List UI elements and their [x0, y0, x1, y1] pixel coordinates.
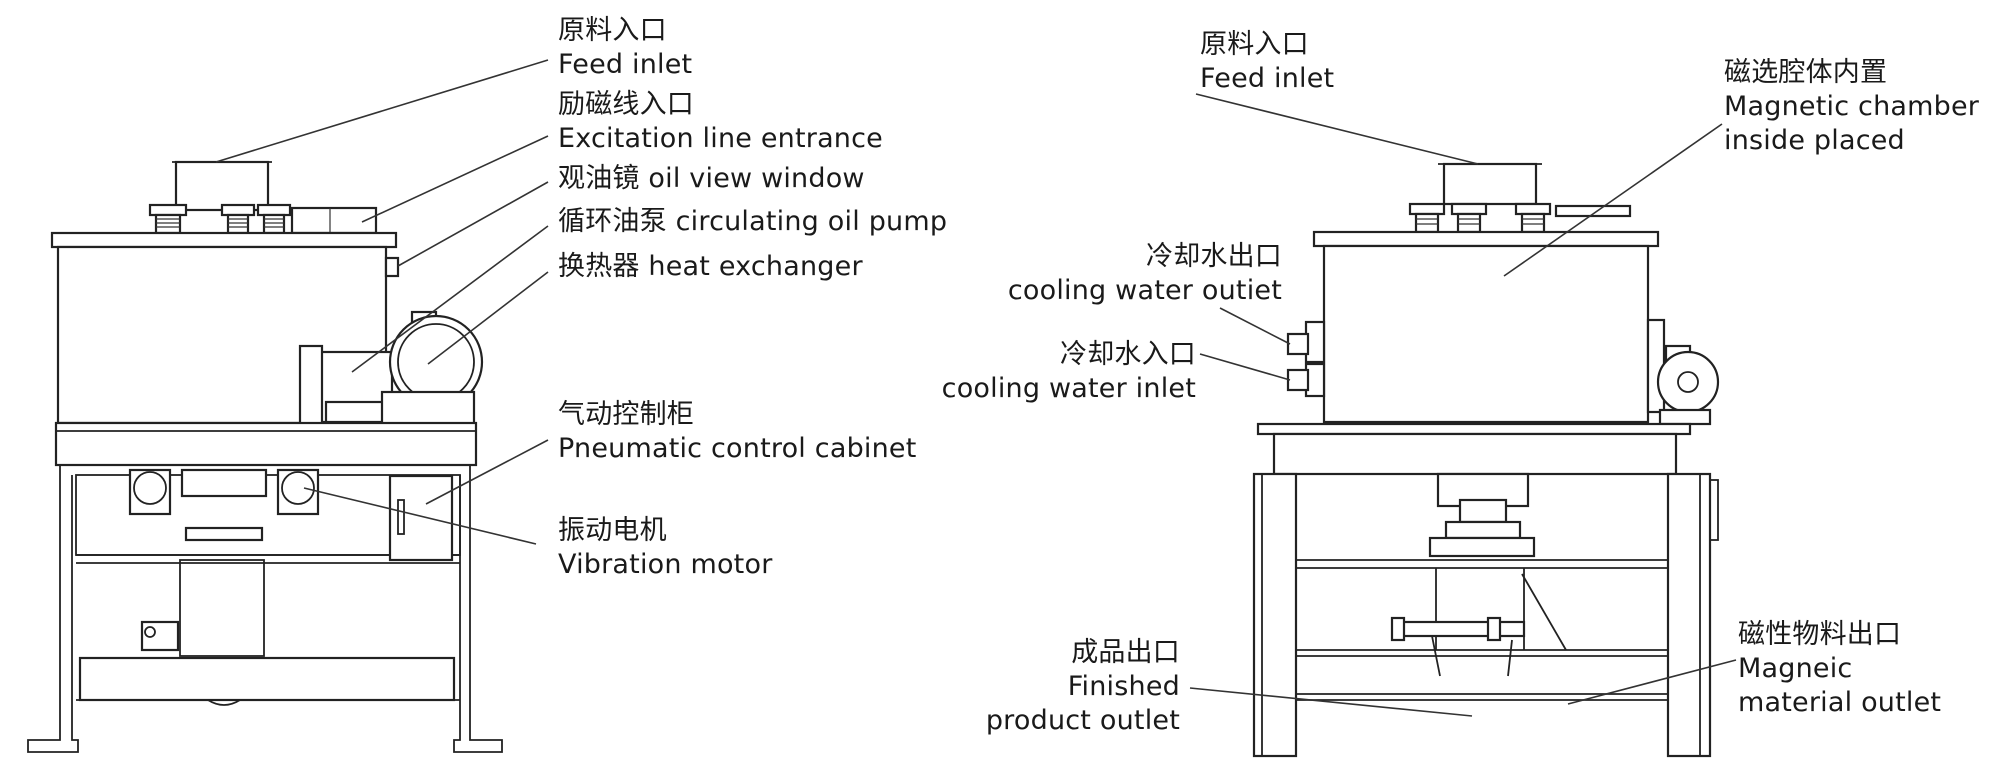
right-leg-right: [1666, 472, 1712, 758]
label-right-magnetic-outlet-en-2: material outlet: [1738, 687, 1942, 718]
right-side-motor: [1646, 318, 1720, 426]
right-base-plate: [1256, 422, 1692, 436]
left-leg-right: [453, 465, 503, 753]
label-left-excitation-cn: 励磁线入口: [558, 89, 694, 120]
label-left-oil-window-en: oil view window: [648, 163, 865, 194]
right-leg-left: [1252, 472, 1298, 758]
label-left-pneumatic-en: Pneumatic control cabinet: [558, 433, 917, 464]
left-pneumatic-cabinet: [388, 474, 454, 562]
label-right-feed-inlet-en: Feed inlet: [1200, 63, 1335, 94]
label-right-magnetic-material-outlet: 磁性物料出口 Magneic material outlet: [1738, 618, 1941, 720]
leader-left-excitation: [361, 135, 549, 223]
leader-right-cooling-inlet: [1199, 353, 1291, 381]
leader-left-oil-window: [397, 181, 549, 267]
right-top-springs: [1408, 202, 1632, 234]
leader-right-cooling-outlet: [1219, 307, 1291, 345]
label-right-magnetic-outlet-en-1: Magneic: [1738, 653, 1853, 684]
leader-right-feed-inlet: [1195, 93, 1479, 165]
label-left-heat-exchanger: 换热器 heat exchanger: [558, 250, 863, 284]
right-center-assembly: [1428, 472, 1536, 558]
label-left-feed-inlet-cn: 原料入口: [558, 15, 667, 46]
label-left-circulating-oil-pump: 循环油泵 circulating oil pump: [558, 205, 947, 239]
label-right-cooling-outlet-en: cooling water outiet: [1007, 275, 1282, 306]
leader-left-pneumatic: [425, 439, 549, 505]
leader-right-chamber: [1503, 123, 1723, 277]
left-top-springs: [148, 203, 378, 235]
label-right-finished-en-1: Finished: [1067, 671, 1180, 702]
left-pump-and-heat-exchanger: [298, 310, 484, 430]
right-cooling-water-fittings: [1286, 320, 1326, 398]
label-left-vibration-motor: 振动电机 Vibration motor: [558, 514, 773, 582]
label-right-feed-inlet: 原料入口 Feed inlet: [1200, 28, 1334, 96]
label-right-magnetic-chamber: 磁选腔体内置 Magnetic chamber inside placed: [1724, 56, 1979, 158]
label-left-excitation-en: Excitation line entrance: [558, 123, 883, 154]
leader-lines: [215, 59, 1737, 717]
right-machine-drawing: [1252, 162, 1720, 758]
label-left-oil-pump-cn: 循环油泵: [558, 206, 667, 237]
right-top-plate: [1312, 230, 1660, 248]
left-top-plate: [50, 231, 398, 249]
left-feed-inlet-pipe: [174, 160, 270, 212]
label-right-cooling-water-inlet: 冷却水入口 cooling water inlet: [942, 338, 1196, 406]
label-right-cooling-water-outlet: 冷却水出口 cooling water outiet: [1008, 240, 1282, 308]
label-right-finished-en-2: product outlet: [985, 705, 1180, 736]
label-right-chamber-en-1: Magnetic chamber: [1724, 91, 1980, 122]
left-machine-drawing: [27, 160, 503, 753]
leader-left-oil-pump: [351, 225, 549, 373]
right-main-chamber: [1322, 244, 1650, 424]
left-oil-view-window: [384, 256, 400, 278]
label-left-oil-window-cn: 观油镜: [558, 163, 640, 194]
label-left-vibration-en: Vibration motor: [558, 549, 773, 580]
label-right-chamber-cn: 磁选腔体内置: [1724, 57, 1888, 88]
left-vibration-motors: [128, 468, 320, 542]
label-left-oil-view-window: 观油镜 oil view window: [558, 162, 865, 196]
label-left-excitation-line: 励磁线入口 Excitation line entrance: [558, 88, 883, 156]
label-left-oil-pump-en: circulating oil pump: [675, 206, 948, 237]
label-right-finished-product-outlet: 成品出口 Finished product outlet: [986, 636, 1180, 738]
label-left-heat-exchanger-cn: 换热器: [558, 251, 640, 282]
label-right-cooling-inlet-cn: 冷却水入口: [1060, 339, 1196, 370]
label-left-feed-inlet: 原料入口 Feed inlet: [558, 14, 692, 82]
leader-left-vibration-motor: [303, 487, 537, 545]
label-right-finished-cn: 成品出口: [1071, 637, 1180, 668]
right-feed-inlet-pipe: [1442, 162, 1538, 206]
leader-right-finished-outlet: [1189, 687, 1473, 717]
left-frame-top-beam: [54, 421, 478, 467]
label-right-chamber-en-2: inside placed: [1724, 125, 1905, 156]
label-right-feed-inlet-cn: 原料入口: [1200, 29, 1309, 60]
label-right-cooling-outlet-cn: 冷却水出口: [1146, 241, 1282, 272]
label-left-heat-exchanger-en: heat exchanger: [648, 251, 863, 282]
left-leg-left: [27, 465, 79, 753]
label-left-feed-inlet-en: Feed inlet: [558, 49, 693, 80]
label-right-magnetic-outlet-cn: 磁性物料出口: [1738, 619, 1902, 650]
leader-right-magnetic-outlet: [1567, 659, 1737, 705]
right-discharge-pipe: [1394, 620, 1526, 638]
label-right-cooling-inlet-en: cooling water inlet: [941, 373, 1196, 404]
label-left-vibration-cn: 振动电机: [558, 515, 667, 546]
leader-left-feed-inlet: [215, 59, 549, 163]
label-left-pneumatic-cn: 气动控制柜: [558, 399, 694, 430]
leader-left-heat-exchanger: [427, 271, 549, 365]
label-left-pneumatic-cabinet: 气动控制柜 Pneumatic control cabinet: [558, 398, 917, 466]
